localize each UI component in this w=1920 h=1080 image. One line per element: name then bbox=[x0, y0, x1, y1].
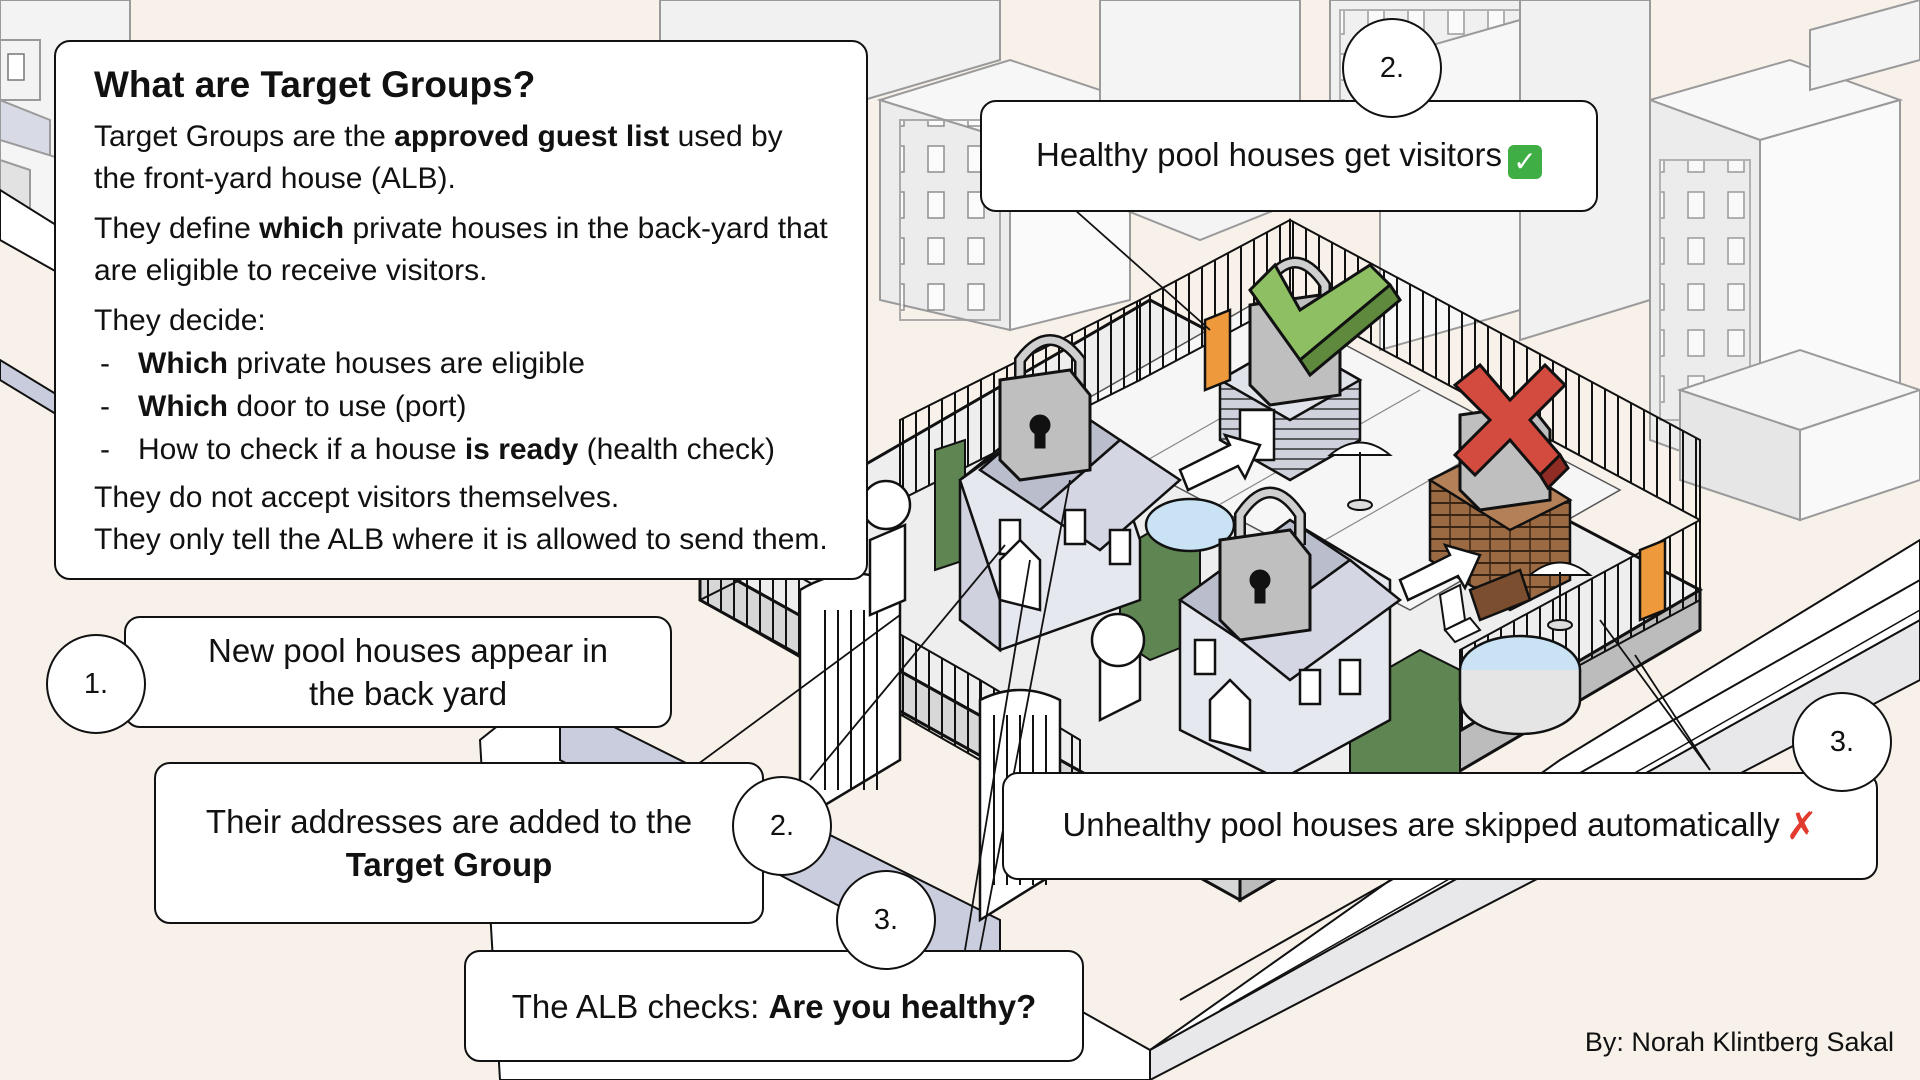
orange-doors bbox=[1203, 308, 1667, 622]
step-new-pool-houses: New pool houses appear in the back yard bbox=[124, 616, 672, 728]
decide-item-eligible: -Which private houses are eligible bbox=[100, 347, 585, 380]
cross-mark-emoji-icon: ✗ bbox=[1785, 806, 1818, 848]
step-alb-health-check-text: The ALB checks: Are you healthy? bbox=[511, 987, 1037, 1025]
umbrellas bbox=[1327, 441, 1593, 631]
step-unhealthy-pool-houses: Unhealthy pool houses are skipped automa… bbox=[1002, 772, 1878, 880]
step-addresses-added: Their addresses are added to the Target … bbox=[154, 762, 764, 924]
leader-lines bbox=[689, 209, 1711, 951]
info-paragraph-define: They define which private houses in the … bbox=[94, 212, 828, 287]
info-paragraph-decide: They decide: bbox=[94, 304, 266, 337]
author-byline: By: Norah Klintberg Sakal bbox=[1584, 1027, 1894, 1057]
step-healthy-pool-houses-text: Healthy pool houses get visitors✓ bbox=[1036, 133, 1542, 179]
pools bbox=[1144, 497, 1582, 736]
flow-arrows bbox=[1178, 433, 1482, 602]
info-paragraph-no-visitors: They do not accept visitors themselves. bbox=[94, 481, 620, 514]
step-number-badge-2: 2. bbox=[732, 776, 832, 876]
padlock-icon-left bbox=[998, 334, 1092, 482]
info-title: What are Target Groups? bbox=[94, 64, 536, 105]
green-checkmark-icon bbox=[1248, 262, 1402, 378]
step-healthy-pool-houses: Healthy pool houses get visitors✓ bbox=[980, 100, 1598, 212]
step-new-pool-houses-text: New pool houses appear in the back yard bbox=[208, 632, 608, 712]
step-number-badge-1: 1. bbox=[46, 634, 146, 734]
step-unhealthy-pool-houses-text: Unhealthy pool houses are skipped automa… bbox=[1062, 806, 1818, 848]
decide-item-port: -Which door to use (port) bbox=[100, 390, 467, 423]
check-mark-emoji-icon: ✓ bbox=[1507, 145, 1542, 179]
step-number-badge-unhealthy: 3. bbox=[1792, 692, 1892, 792]
decide-list: -Which private houses are eligible -Whic… bbox=[94, 342, 828, 471]
info-paragraph-tell-alb: They only tell the ALB where it is allow… bbox=[94, 523, 828, 556]
red-cross-icon bbox=[1452, 362, 1570, 491]
step-addresses-added-text: Their addresses are added to the Target … bbox=[205, 803, 693, 883]
lawn-chair bbox=[1438, 583, 1482, 644]
decide-item-health-check: -How to check if a house is ready (healt… bbox=[100, 433, 776, 466]
info-paragraph-approved-list: Target Groups are the approved guest lis… bbox=[94, 120, 783, 195]
step-number-badge-3: 3. bbox=[836, 870, 936, 970]
step-alb-health-check: The ALB checks: Are you healthy? bbox=[464, 950, 1084, 1062]
padlock-icon-middle bbox=[1218, 486, 1312, 642]
step-number-badge-healthy: 2. bbox=[1342, 18, 1442, 118]
target-groups-info-panel: What are Target Groups? Target Groups ar… bbox=[54, 40, 868, 580]
